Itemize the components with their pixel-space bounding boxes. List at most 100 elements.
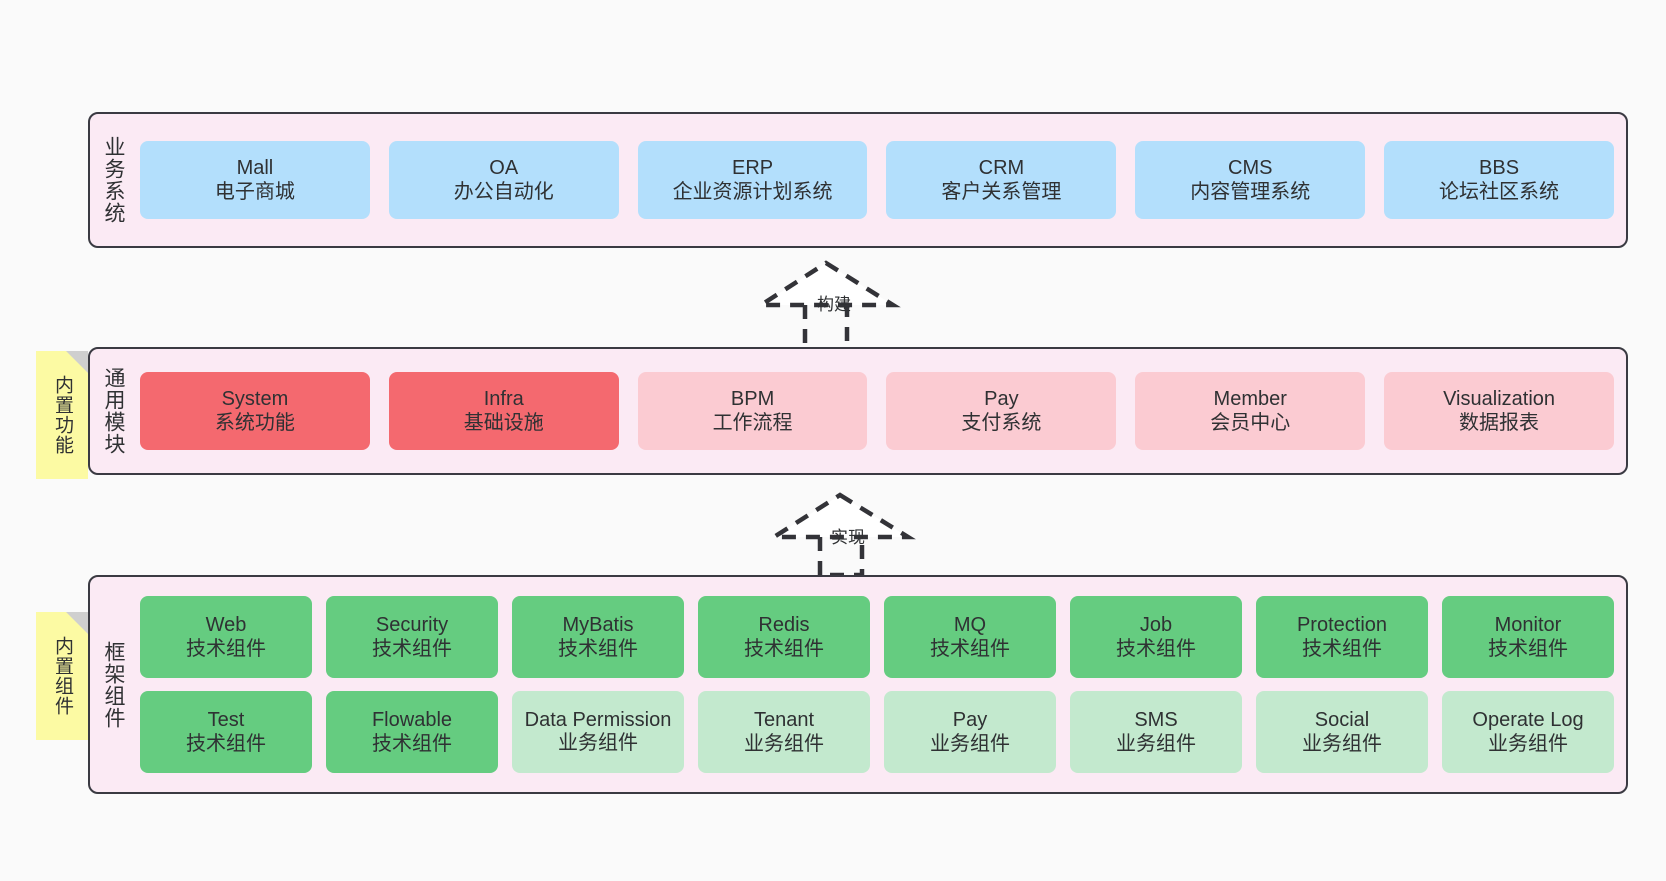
cell-redis[interactable]: Redis 技术组件: [698, 596, 870, 678]
cell-social[interactable]: Social 业务组件: [1256, 691, 1428, 773]
cell-subtitle: 业务组件: [1116, 733, 1196, 755]
cell-subtitle: 技术组件: [1116, 638, 1196, 660]
row-business-components: Test 技术组件 Flowable 技术组件 Data Permission …: [140, 691, 1614, 773]
note-label: 内置功能: [52, 375, 74, 455]
cell-subtitle: 技术组件: [744, 638, 824, 660]
cell-crm[interactable]: CRM 客户关系管理: [886, 141, 1117, 219]
cell-title: Web: [205, 613, 247, 636]
cell-title: CRM: [978, 156, 1025, 179]
cell-protection[interactable]: Protection 技术组件: [1256, 596, 1428, 678]
cell-subtitle: 基础设施: [463, 412, 544, 434]
cell-system[interactable]: System 系统功能: [140, 372, 370, 450]
cell-subtitle: 业务组件: [1302, 733, 1382, 755]
cell-tenant[interactable]: Tenant 业务组件: [698, 691, 870, 773]
cell-member[interactable]: Member 会员中心: [1135, 372, 1366, 450]
cell-monitor[interactable]: Monitor 技术组件: [1442, 596, 1614, 678]
cell-title: ERP: [732, 156, 774, 179]
cell-title: Redis: [758, 613, 810, 636]
connector-build-label: 构建: [817, 295, 851, 314]
cell-title: Mall: [236, 156, 274, 179]
cell-subtitle: 业务组件: [1488, 733, 1568, 755]
cell-subtitle: 业务组件: [744, 733, 824, 755]
cell-test[interactable]: Test 技术组件: [140, 691, 312, 773]
cell-subtitle: 技术组件: [372, 733, 452, 755]
cell-title: SMS: [1134, 708, 1178, 731]
layer-body-common-module: System 系统功能 Infra 基础设施 BPM 工作流程 Pay 支付系统…: [136, 349, 1626, 473]
cell-subtitle: 数据报表: [1459, 412, 1540, 434]
cell-subtitle: 业务组件: [558, 732, 638, 754]
cell-title: Infra: [483, 387, 524, 410]
cell-subtitle: 技术组件: [186, 733, 266, 755]
cell-title: Protection: [1296, 613, 1388, 636]
cell-subtitle: 技术组件: [1488, 638, 1568, 660]
cell-title: Social: [1314, 708, 1370, 731]
cell-title: BBS: [1479, 156, 1520, 179]
cell-flowable[interactable]: Flowable 技术组件: [326, 691, 498, 773]
cell-title: Data Permission: [524, 709, 672, 732]
cell-pay-module[interactable]: Pay 支付系统: [886, 372, 1117, 450]
cell-title: MyBatis: [562, 613, 634, 636]
cell-subtitle: 工作流程: [712, 412, 793, 434]
layer-framework-component[interactable]: 框架组件 Web 技术组件 Security 技术组件 MyBatis 技术组件…: [88, 575, 1628, 794]
layer-title-common-module: 通用模块: [101, 367, 125, 455]
connector-build: 构建: [753, 255, 905, 353]
layer-title-business-system: 业务系统: [101, 136, 125, 224]
cell-title: System: [221, 387, 289, 410]
layer-business-system[interactable]: 业务系统 Mall 电子商城 OA 办公自动化 ERP 企业资源计划系统 CRM…: [88, 112, 1628, 248]
note-fold-corner-icon: [66, 612, 88, 634]
cell-subtitle: 技术组件: [186, 638, 266, 660]
layer-body-business-system: Mall 电子商城 OA 办公自动化 ERP 企业资源计划系统 CRM 客户关系…: [136, 114, 1626, 246]
cell-web[interactable]: Web 技术组件: [140, 596, 312, 678]
cell-subtitle: 会员中心: [1210, 412, 1291, 434]
cell-operate-log[interactable]: Operate Log 业务组件: [1442, 691, 1614, 773]
note-label: 内置组件: [52, 636, 74, 716]
cell-bbs[interactable]: BBS 论坛社区系统: [1384, 141, 1614, 219]
cell-title: Flowable: [371, 708, 453, 731]
cell-security[interactable]: Security 技术组件: [326, 596, 498, 678]
cell-title: Monitor: [1494, 613, 1562, 636]
cell-mybatis[interactable]: MyBatis 技术组件: [512, 596, 684, 678]
cell-subtitle: 技术组件: [558, 638, 638, 660]
layer-common-module[interactable]: 通用模块 System 系统功能 Infra 基础设施 BPM 工作流程 Pay…: [88, 347, 1628, 475]
cell-title: Member: [1213, 387, 1287, 410]
cell-subtitle: 内容管理系统: [1190, 181, 1311, 203]
cell-title: Visualization: [1443, 387, 1556, 410]
cell-subtitle: 客户关系管理: [941, 181, 1062, 203]
connector-implement-label: 实现: [831, 528, 865, 547]
cell-pay-component[interactable]: Pay 业务组件: [884, 691, 1056, 773]
cell-mq[interactable]: MQ 技术组件: [884, 596, 1056, 678]
cell-infra[interactable]: Infra 基础设施: [388, 372, 619, 450]
note-builtin-component: 内置组件: [36, 612, 88, 740]
cell-data-permission[interactable]: Data Permission 业务组件: [512, 691, 684, 773]
cell-job[interactable]: Job 技术组件: [1070, 596, 1242, 678]
cell-subtitle: 支付系统: [961, 412, 1042, 434]
cell-sms[interactable]: SMS 业务组件: [1070, 691, 1242, 773]
connector-build-shape: [753, 260, 901, 353]
cell-subtitle: 技术组件: [930, 638, 1010, 660]
cell-title: BPM: [730, 387, 775, 410]
cell-erp[interactable]: ERP 企业资源计划系统: [637, 141, 868, 219]
cell-subtitle: 系统功能: [214, 412, 295, 434]
row-common-modules: System 系统功能 Infra 基础设施 BPM 工作流程 Pay 支付系统…: [140, 372, 1614, 450]
cell-subtitle: 业务组件: [930, 733, 1010, 755]
cell-title: MQ: [953, 613, 987, 636]
row-business-systems: Mall 电子商城 OA 办公自动化 ERP 企业资源计划系统 CRM 客户关系…: [140, 141, 1614, 219]
cell-bpm[interactable]: BPM 工作流程: [637, 372, 868, 450]
cell-title: Operate Log: [1472, 708, 1584, 731]
cell-title: CMS: [1228, 156, 1273, 179]
cell-subtitle: 技术组件: [372, 638, 452, 660]
cell-title: Security: [375, 613, 449, 636]
cell-mall[interactable]: Mall 电子商城: [140, 141, 370, 219]
cell-visualization[interactable]: Visualization 数据报表: [1384, 372, 1614, 450]
cell-title: OA: [489, 156, 519, 179]
cell-oa[interactable]: OA 办公自动化: [388, 141, 619, 219]
note-fold-corner-icon: [66, 351, 88, 373]
note-builtin-function: 内置功能: [36, 351, 88, 479]
cell-title: Pay: [984, 387, 1019, 410]
cell-title: Test: [207, 708, 245, 731]
cell-title: Tenant: [753, 708, 815, 731]
connector-implement: 实现: [766, 487, 920, 579]
cell-cms[interactable]: CMS 内容管理系统: [1135, 141, 1366, 219]
layer-title-framework-component: 框架组件: [101, 640, 125, 729]
